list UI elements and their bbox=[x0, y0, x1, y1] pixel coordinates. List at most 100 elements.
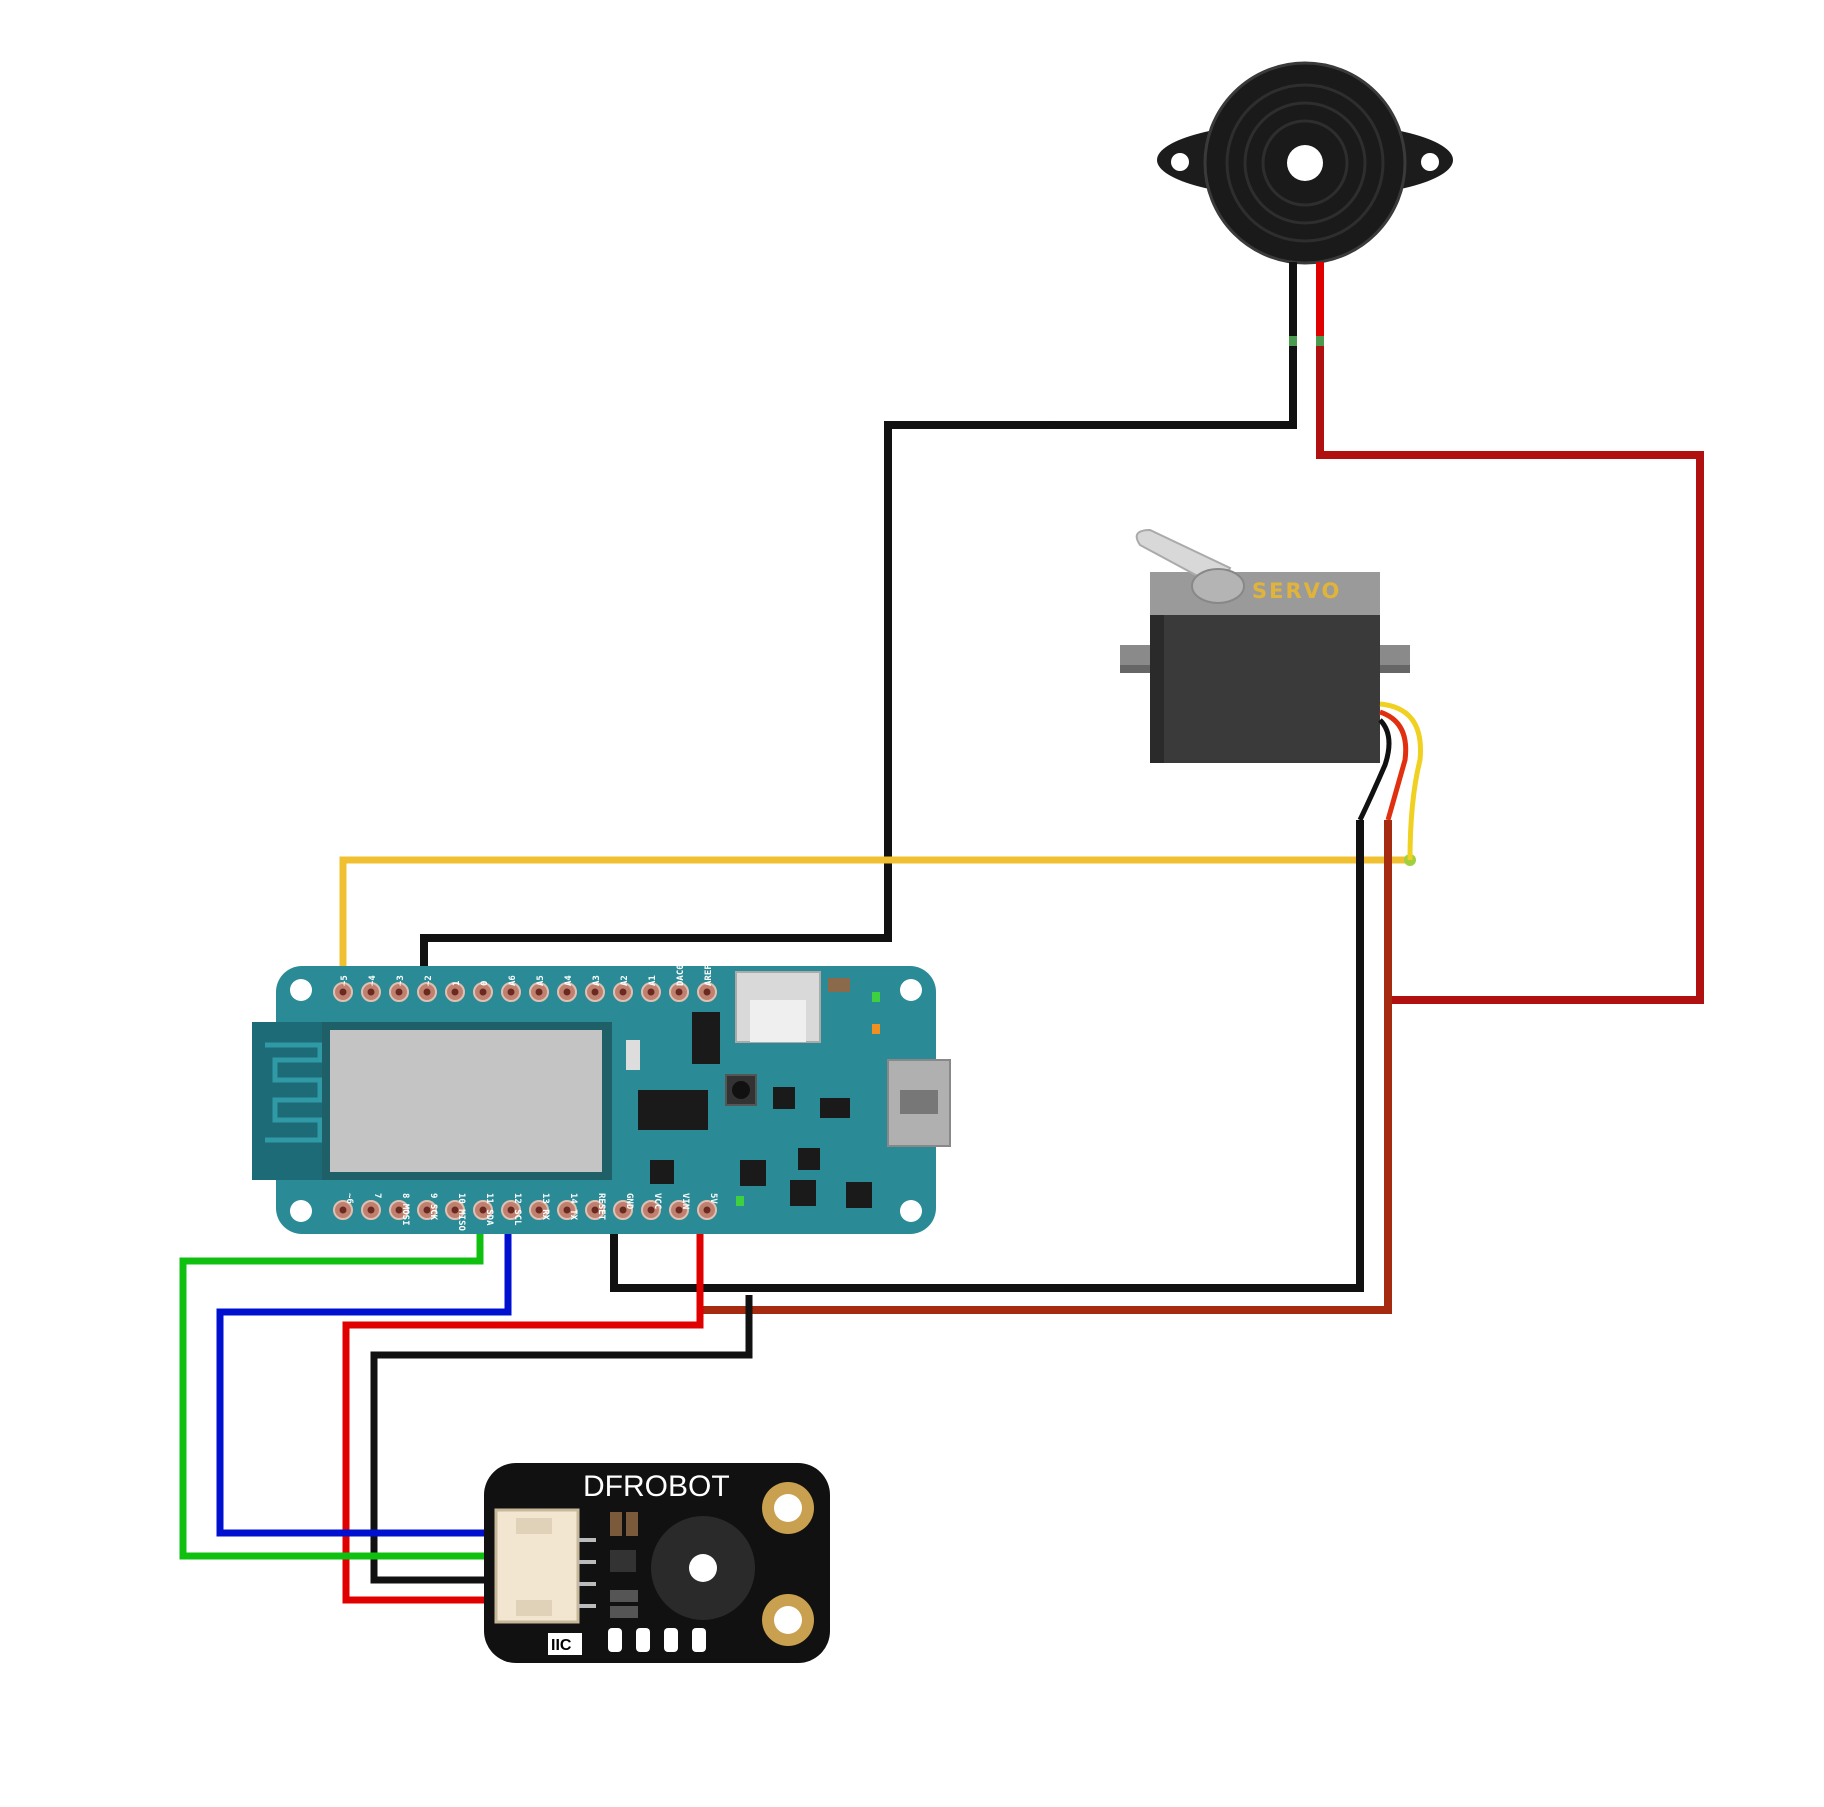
wire-servo-ground bbox=[610, 820, 1364, 1292]
pin-label: ~3 bbox=[396, 975, 406, 986]
pin-label: A3 bbox=[592, 975, 602, 986]
servo-body-side bbox=[1150, 615, 1164, 763]
smd-component bbox=[626, 1040, 640, 1070]
mount-hole bbox=[290, 979, 312, 1001]
pin-hole bbox=[339, 988, 347, 996]
pin-hole bbox=[479, 1206, 487, 1214]
junction-dot bbox=[1067, 1284, 1075, 1292]
pin-label: 12 SCL bbox=[512, 1193, 522, 1226]
wire-buzzer-ground bbox=[420, 270, 1297, 992]
pin-label: VCC bbox=[652, 1193, 662, 1209]
chip bbox=[740, 1160, 766, 1186]
wire-buzzer-power bbox=[1316, 270, 1704, 1004]
sensor-buzzer-hole bbox=[689, 1554, 717, 1582]
chip bbox=[773, 1087, 795, 1109]
wire-servo-power bbox=[700, 820, 1392, 1314]
buzzer-mount-hole-left bbox=[1171, 153, 1189, 171]
pin-hole bbox=[395, 988, 403, 996]
piezo-buzzer[interactable] bbox=[1157, 61, 1453, 346]
reset-button-cap bbox=[732, 1081, 750, 1099]
pin-hole bbox=[647, 988, 655, 996]
pin-hole bbox=[647, 1206, 655, 1214]
pin-hole bbox=[675, 1206, 683, 1214]
servo-wire-yellow bbox=[1379, 701, 1423, 861]
pin-hole bbox=[563, 988, 571, 996]
servo-motor[interactable]: SERVO bbox=[1120, 528, 1423, 861]
pin-hole bbox=[395, 1206, 403, 1214]
pad bbox=[664, 1628, 678, 1652]
pin-label: 11 SDA bbox=[484, 1193, 494, 1226]
pin-label: ~6 bbox=[344, 1193, 354, 1204]
pin-hole bbox=[423, 988, 431, 996]
servo-label: SERVO bbox=[1252, 579, 1341, 603]
servo-wire-black bbox=[1357, 718, 1392, 822]
pin-label: 1 bbox=[452, 981, 462, 986]
pin-label: 9 SCK bbox=[428, 1193, 438, 1221]
pin-label: 8 MOSI bbox=[400, 1193, 410, 1226]
pin-hole bbox=[563, 1206, 571, 1214]
pin-label: GND bbox=[624, 1193, 634, 1210]
wire-sensor-sda bbox=[179, 1215, 490, 1560]
dfrobot-iic-buzzer-module[interactable]: DFROBOT IIC bbox=[484, 1463, 830, 1663]
pad bbox=[608, 1628, 622, 1652]
pin-label: DAC0 A0 bbox=[676, 948, 686, 986]
chip bbox=[790, 1180, 816, 1206]
wire-sensor-power bbox=[342, 1215, 704, 1604]
pin-label: A1 bbox=[648, 975, 658, 986]
pin-label: 7 bbox=[372, 1193, 382, 1198]
antenna-trace bbox=[265, 1042, 323, 1143]
smd-component bbox=[626, 1512, 638, 1536]
bottom-pin-header: ~6 7 8 MOSI 9 SCK 10 MISO 11 SDA 12 SCL 13 RX 14… bbox=[333, 1193, 718, 1232]
pin-hole bbox=[619, 988, 627, 996]
pin-label: 14 TX bbox=[568, 1193, 578, 1221]
pin-label: A5 bbox=[536, 975, 546, 986]
smd-component bbox=[610, 1590, 638, 1602]
pin-hole bbox=[535, 1206, 543, 1214]
header-block bbox=[638, 1090, 708, 1130]
pin-label: 13 RX bbox=[540, 1193, 550, 1221]
mount-hole bbox=[900, 979, 922, 1001]
junction-dot bbox=[1045, 421, 1053, 429]
pin-label: A4 bbox=[564, 975, 574, 986]
pin-hole bbox=[423, 1206, 431, 1214]
chip bbox=[820, 1098, 850, 1118]
mount-pad-hole bbox=[774, 1494, 802, 1522]
buzzer-mount-hole-right bbox=[1421, 153, 1439, 171]
pin-hole bbox=[507, 988, 515, 996]
smd-component bbox=[610, 1512, 622, 1536]
buzzer-ring bbox=[1225, 83, 1385, 243]
pin-label: 0 bbox=[480, 981, 490, 986]
pin-hole bbox=[479, 988, 487, 996]
pin-hole bbox=[451, 988, 459, 996]
wire-sensor-ground bbox=[370, 1295, 753, 1584]
pin-label: 5V bbox=[708, 1193, 718, 1204]
pin-hole bbox=[367, 988, 375, 996]
buzzer-lead-tip bbox=[1289, 336, 1297, 346]
pin-label: 10 MISO bbox=[456, 1193, 466, 1232]
iic-connector-latch bbox=[516, 1600, 552, 1616]
status-led-orange bbox=[872, 1024, 880, 1034]
pin-label: ~4 bbox=[368, 975, 378, 986]
wire-servo-signal bbox=[339, 856, 1410, 992]
mount-hole bbox=[900, 1200, 922, 1222]
pin-label: ~5 bbox=[340, 975, 350, 986]
chip bbox=[692, 1012, 720, 1064]
pin-hole bbox=[675, 988, 683, 996]
buzzer-lead-tip bbox=[1316, 336, 1324, 346]
pin-hole bbox=[591, 988, 599, 996]
pad bbox=[692, 1628, 706, 1652]
iic-label-box bbox=[548, 1633, 582, 1655]
servo-wire-red bbox=[1379, 709, 1409, 821]
pin-hole bbox=[367, 1206, 375, 1214]
pin-label: RESET bbox=[596, 1193, 606, 1221]
pin-label: A2 bbox=[620, 975, 630, 986]
pin-hole bbox=[507, 1206, 515, 1214]
pin-hole bbox=[451, 1206, 459, 1214]
battery-connector-inner bbox=[750, 1000, 806, 1042]
sensor-brand: DFROBOT bbox=[583, 1470, 730, 1503]
buzzer-ring bbox=[1243, 101, 1367, 225]
pad bbox=[636, 1628, 650, 1652]
iic-label: IIC bbox=[551, 1637, 572, 1654]
